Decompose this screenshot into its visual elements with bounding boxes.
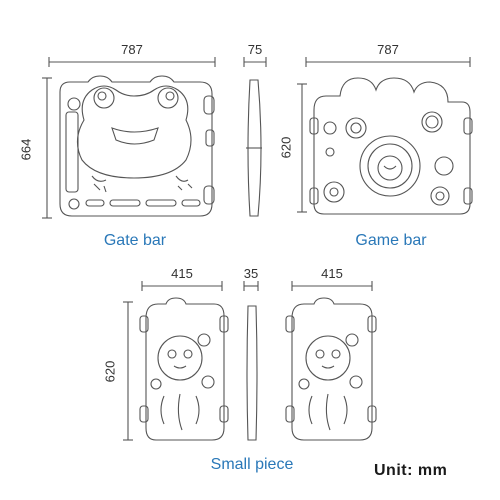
- frog-foot-right: [175, 175, 193, 191]
- game-dial: [359, 135, 421, 197]
- small-piece-side-profile: [243, 281, 259, 441]
- frog-eye-right: [157, 87, 179, 109]
- unit-label: Unit: mm: [374, 462, 448, 479]
- gate-latch-top: [67, 97, 81, 111]
- gate-latch-bottom: [68, 198, 80, 210]
- small-width-label-1: 415: [171, 266, 193, 281]
- small-width-label-2: 415: [321, 266, 343, 281]
- frog-mouth: [111, 127, 159, 145]
- game-gear: [323, 181, 345, 203]
- frog-eye-left: [93, 87, 115, 109]
- octopus-head-1: [157, 335, 203, 381]
- game-bar-caption: Game bar: [355, 232, 427, 249]
- gate-frame: [59, 75, 213, 217]
- small-height-label: 620: [102, 360, 118, 383]
- gate-bar-drawing: [42, 57, 216, 219]
- game-height-label: 620: [278, 136, 294, 159]
- small-piece-2-frame: [291, 297, 373, 441]
- small-piece-1-frame: [145, 297, 225, 441]
- octopus-head-2: [305, 335, 351, 381]
- frog-head: [76, 85, 192, 179]
- game-bar-frame: [313, 77, 471, 215]
- small-thickness-label: 35: [243, 266, 259, 281]
- frog-foot-left: [91, 175, 107, 193]
- gate-side-profile: [243, 57, 267, 217]
- small-piece-1-drawing: [123, 281, 229, 441]
- game-bar-drawing: [297, 57, 473, 215]
- gate-thickness-label: 75: [247, 42, 263, 57]
- gate-width-label: 787: [121, 42, 143, 57]
- game-width-label: 787: [377, 42, 399, 57]
- gate-bar-caption: Gate bar: [103, 232, 167, 249]
- small-piece-2-drawing: [285, 281, 377, 441]
- small-piece-caption: Small piece: [210, 456, 294, 473]
- gate-height-label: 664: [18, 138, 34, 161]
